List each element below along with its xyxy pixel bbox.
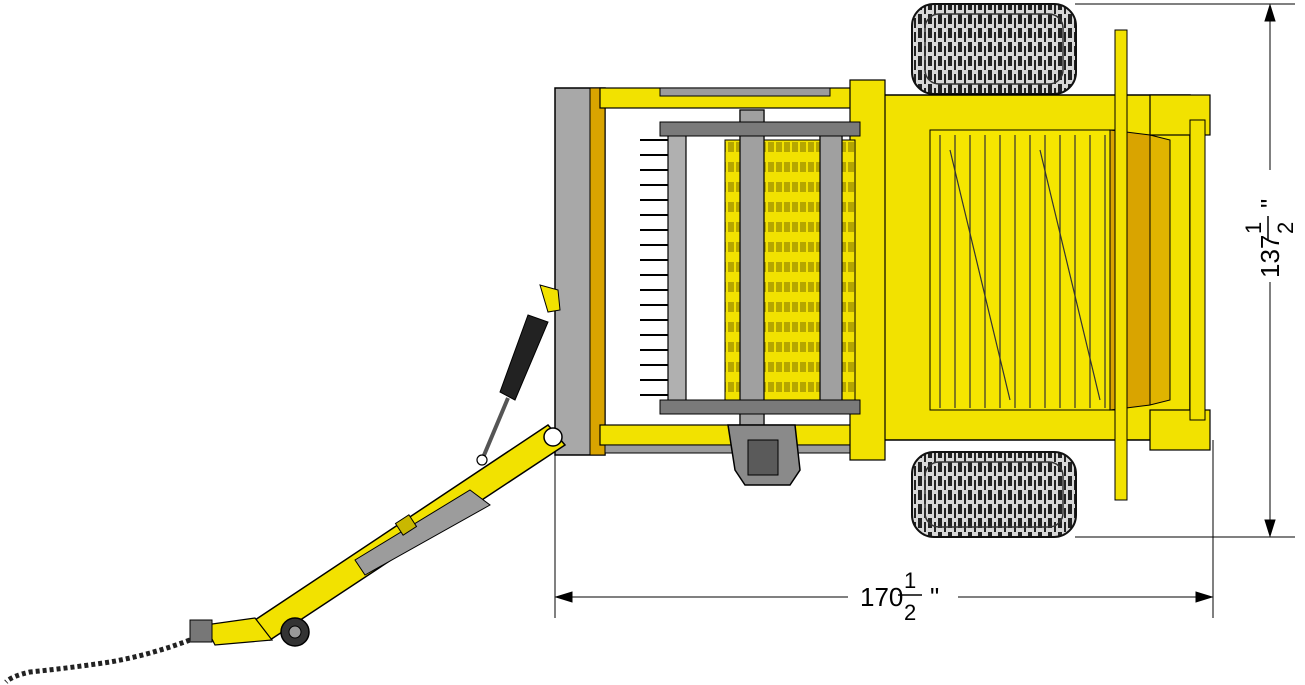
tire-icon bbox=[911, 451, 1077, 538]
width-numerator: 1 bbox=[904, 568, 916, 593]
drive-gearbox bbox=[727, 424, 801, 486]
height-denominator: 2 bbox=[1273, 222, 1298, 234]
width-dimension-label: 170 1 2 " bbox=[860, 568, 939, 625]
rear-hopper bbox=[879, 29, 1211, 501]
dimension-height bbox=[1075, 3, 1295, 538]
dimension-width bbox=[554, 440, 1214, 618]
front-frame bbox=[554, 79, 886, 461]
hydraulic-cylinder-icon bbox=[476, 284, 561, 466]
height-dimension-label: 137 1 2 " bbox=[1241, 199, 1298, 278]
jack-stand-icon bbox=[280, 617, 310, 647]
height-whole: 137 bbox=[1255, 235, 1285, 278]
tine-rake bbox=[640, 109, 861, 426]
height-unit: " bbox=[1255, 199, 1285, 208]
hitch-tongue bbox=[253, 424, 567, 642]
width-denominator: 2 bbox=[904, 600, 916, 625]
width-unit: " bbox=[930, 582, 939, 612]
width-whole: 170 bbox=[860, 582, 903, 612]
hitch-chain-icon bbox=[4, 617, 274, 684]
tire-icon bbox=[911, 3, 1077, 95]
height-numerator: 1 bbox=[1241, 222, 1266, 234]
